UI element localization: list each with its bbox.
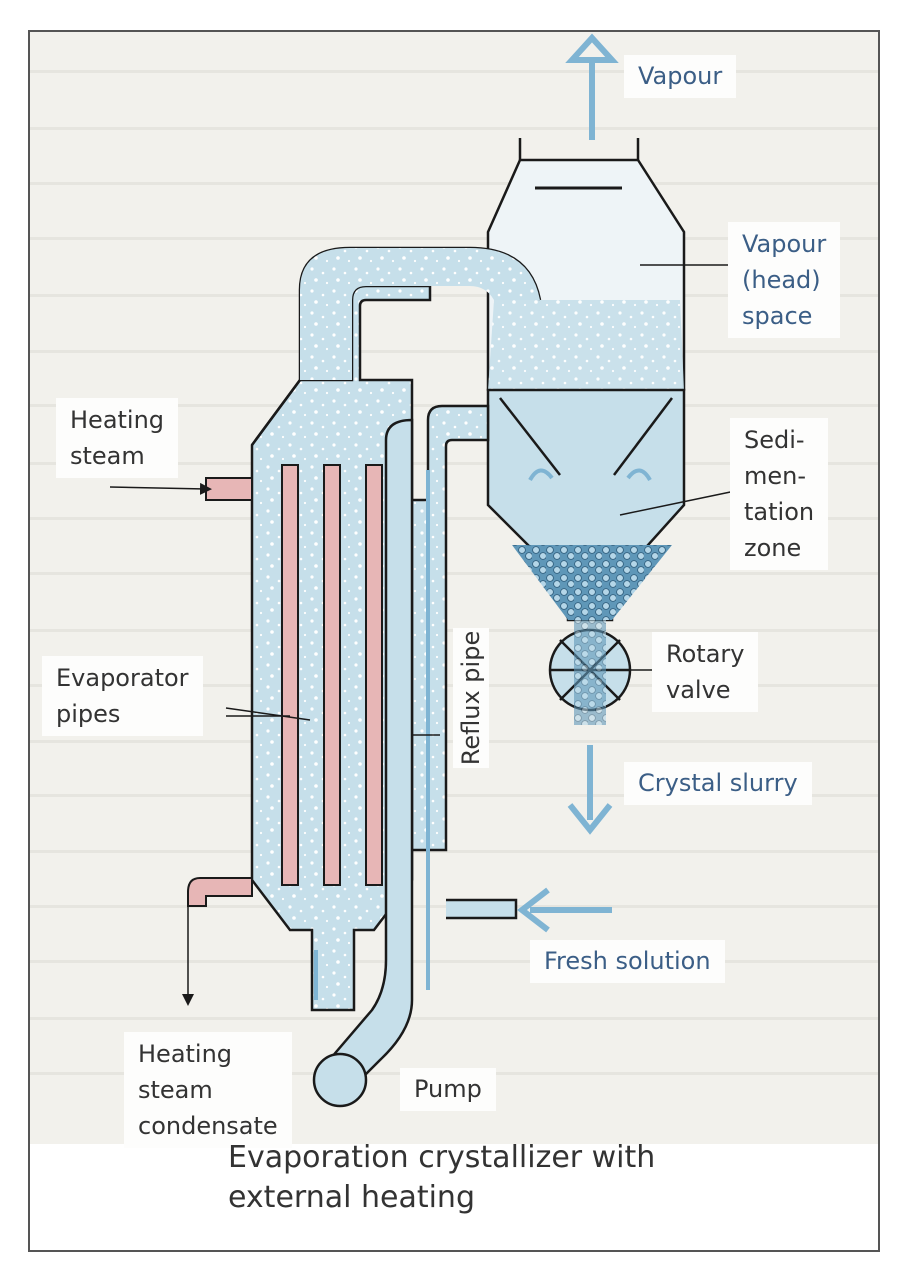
label-vapour: Vapour (624, 55, 737, 98)
label-fresh-solution: Fresh solution (530, 940, 725, 983)
label-evaporator-pipes: Evaporator pipes (42, 656, 203, 736)
separator-vessel (486, 138, 686, 622)
flow-arrows (314, 33, 652, 1000)
label-heating-steam-condensate: Heating steam condensate (124, 1032, 292, 1148)
label-rotary-valve: Rotary valve (652, 632, 759, 712)
label-reflux-pipe: Reflux pipe (453, 628, 489, 768)
label-vapour-head-space: Vapour (head) space (728, 222, 841, 338)
leader-lines (109, 264, 741, 1006)
label-heating-steam: Heating steam (56, 398, 179, 478)
label-pump: Pump (400, 1068, 496, 1111)
rotary-valve (548, 620, 632, 725)
reflux-pipe (312, 418, 518, 1108)
figure-caption: Evaporation crystallizer with external h… (228, 1140, 656, 1215)
label-sedimentation-zone: Sedi- men- tation zone (730, 418, 829, 570)
label-crystal-slurry: Crystal slurry (624, 762, 812, 805)
